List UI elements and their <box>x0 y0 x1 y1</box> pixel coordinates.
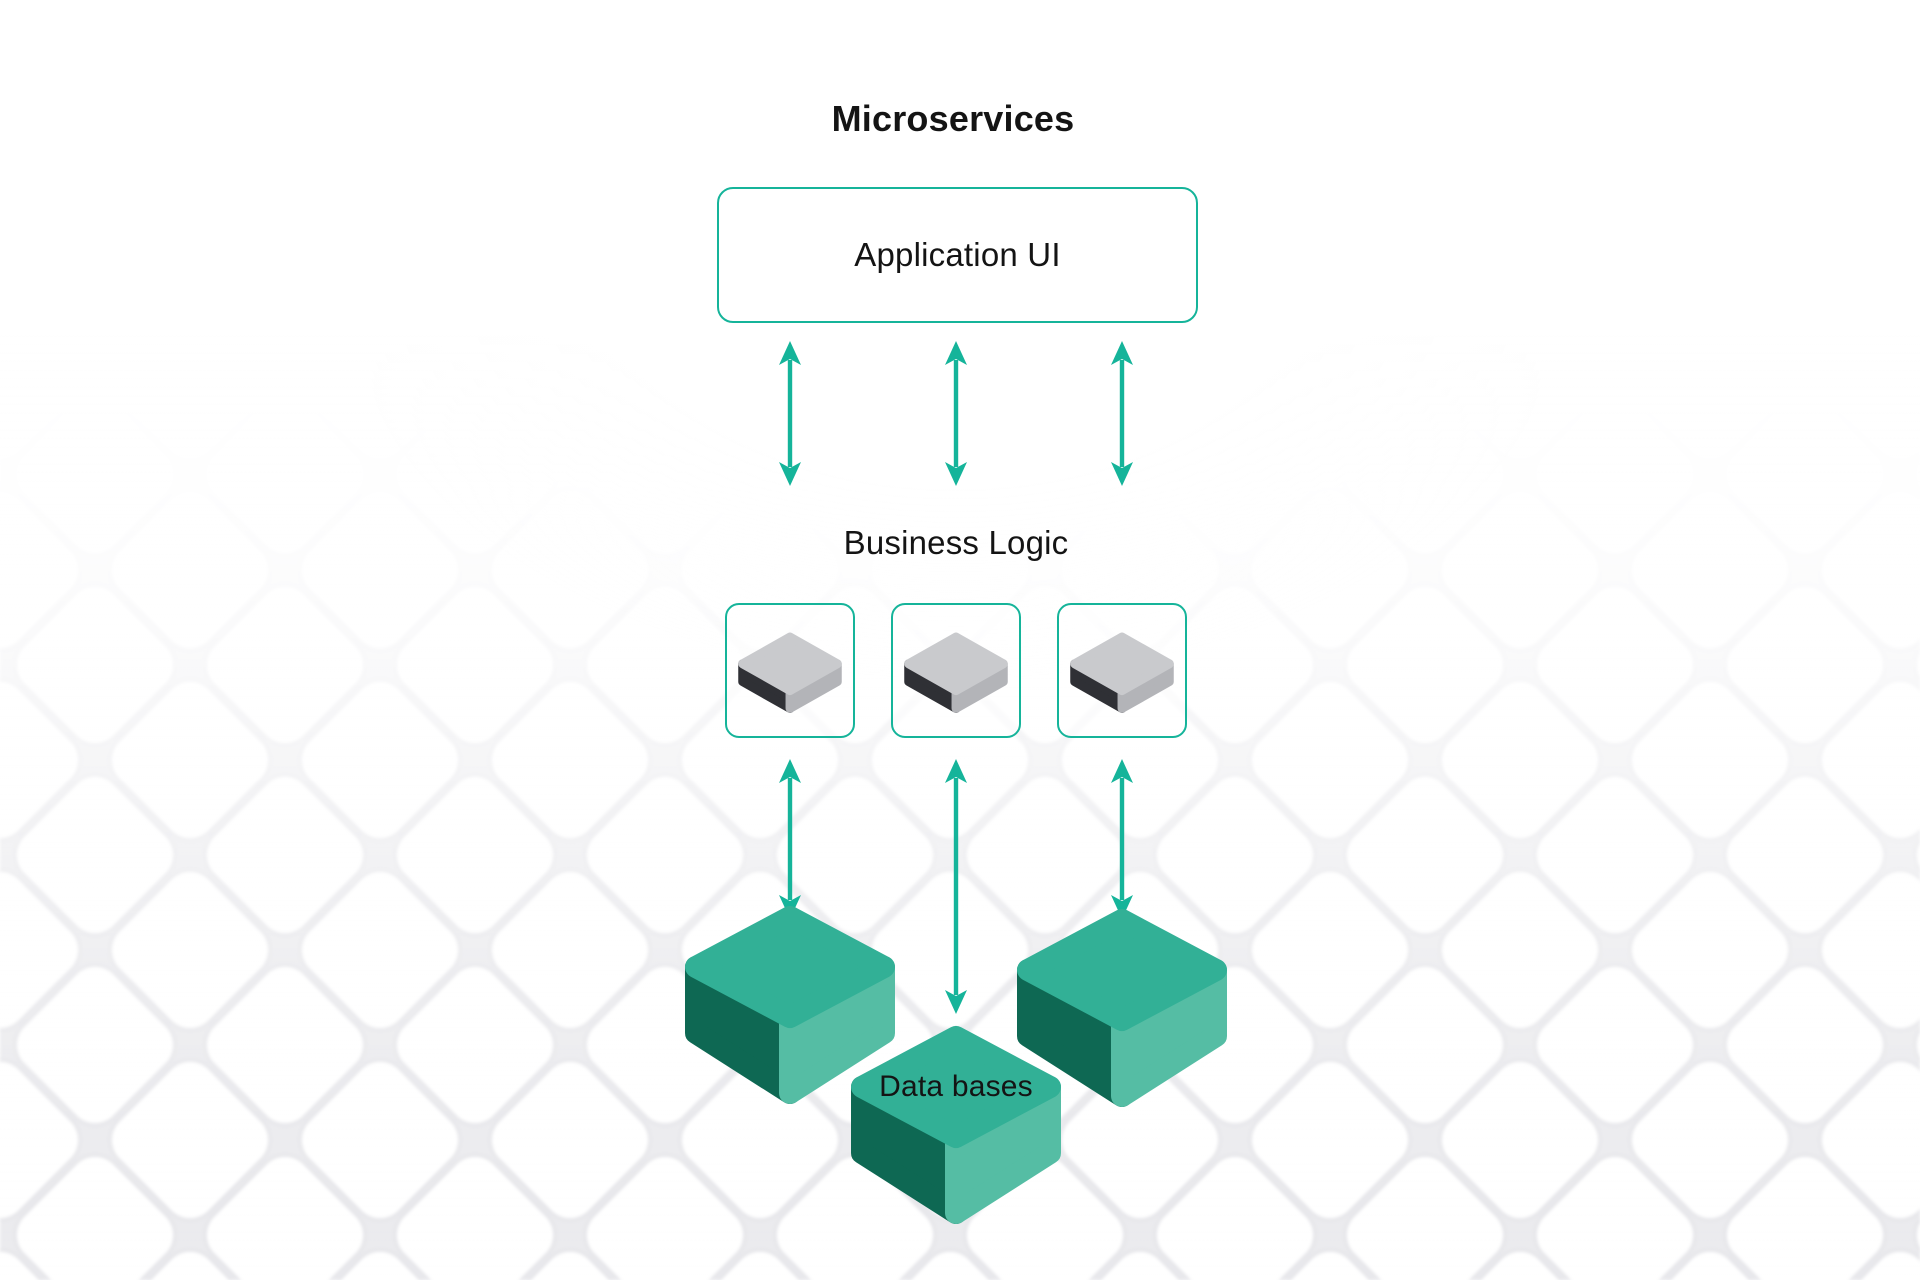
microservice-chip-icon <box>1070 632 1174 713</box>
service-box-3 <box>1057 603 1187 738</box>
double-arrow-icon <box>1111 759 1133 919</box>
service-box-2 <box>891 603 1021 738</box>
business-logic-label: Business Logic <box>843 524 1069 561</box>
double-arrow-icon <box>1111 341 1133 486</box>
microservice-chip-icon <box>904 632 1008 713</box>
application-ui-label: Application UI <box>854 236 1061 273</box>
database-cube-middle <box>851 1026 1061 1224</box>
double-arrow-icon <box>779 759 801 919</box>
database-cube-right <box>1017 909 1227 1107</box>
service-box-1 <box>725 603 855 738</box>
diagram-title: Microservices <box>831 98 1075 139</box>
double-arrow-icon <box>945 341 967 486</box>
database-cube-left <box>685 906 895 1104</box>
microservice-chip-icon <box>738 632 842 713</box>
double-arrow-icon <box>945 759 967 1014</box>
application-ui-box: Application UI <box>717 187 1198 323</box>
double-arrow-icon <box>779 341 801 486</box>
databases-label: Data bases <box>879 1070 1033 1103</box>
